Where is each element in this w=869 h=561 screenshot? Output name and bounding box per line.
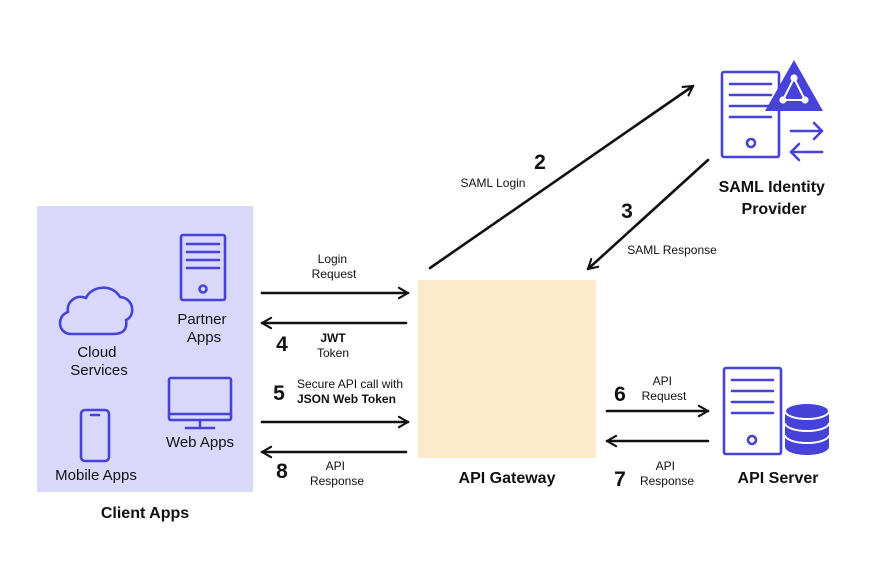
secure-api-call-label: Secure API call with xyxy=(297,377,403,391)
step-6-number: 6 xyxy=(614,383,626,406)
saml-response-label: SAML Response xyxy=(627,243,717,257)
mobile-apps-label: Mobile Apps xyxy=(55,467,137,484)
login-request-label: Login Request xyxy=(312,252,357,281)
client-apps-panel xyxy=(37,206,253,492)
jwt-label: JWT xyxy=(320,331,346,345)
monitor-icon xyxy=(167,376,233,430)
cloud-services-label: Cloud Services xyxy=(70,344,128,379)
swap-arrows-icon xyxy=(789,121,824,162)
step-7-number: 7 xyxy=(614,468,626,491)
api-server-label: API Server xyxy=(738,470,819,487)
web-apps-label: Web Apps xyxy=(166,434,234,451)
client-apps-title: Client Apps xyxy=(101,505,189,522)
api-response-server-label: API Response xyxy=(640,459,694,488)
step-8-number: 8 xyxy=(276,460,288,483)
saml-login-label: SAML Login xyxy=(461,176,526,190)
server-with-triangle-badge-icon xyxy=(720,60,823,159)
step-4-number: 4 xyxy=(276,333,288,356)
step-5-number: 5 xyxy=(273,382,285,405)
saml-identity-provider-label: SAML Identity Provider xyxy=(719,179,830,218)
api-gateway-panel xyxy=(418,280,596,458)
step-2-number: 2 xyxy=(534,151,546,174)
api-response-client-label: API Response xyxy=(310,459,364,488)
saml-response-arrow xyxy=(586,158,710,271)
api-gateway-label: API Gateway xyxy=(459,470,556,487)
cloud-icon xyxy=(58,286,134,336)
partner-apps-label: Partner Apps xyxy=(177,311,230,346)
api-request-label: API Request xyxy=(642,374,687,403)
json-web-token-label: JSON Web Token xyxy=(297,392,396,406)
smartphone-icon xyxy=(79,408,111,463)
saml-login-arrow xyxy=(428,84,695,270)
step-3-number: 3 xyxy=(621,200,633,223)
server-with-database-icon xyxy=(722,366,830,456)
server-tower-icon xyxy=(179,233,227,302)
token-label: Token xyxy=(317,346,349,360)
